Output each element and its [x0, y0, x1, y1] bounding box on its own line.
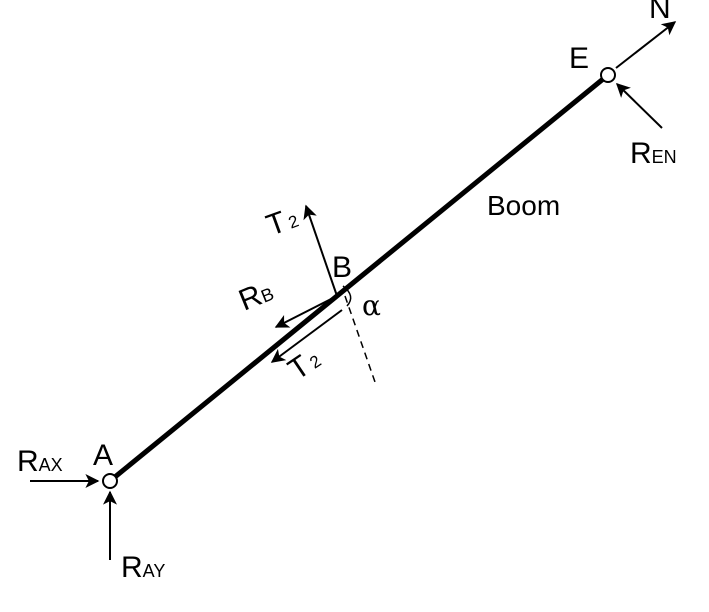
reference-dashed-line — [344, 295, 376, 383]
force-label-t2-upper: T2 — [262, 201, 302, 243]
point-label-e: E — [569, 42, 589, 75]
pin-a — [102, 473, 118, 489]
force-label-r-b: RB — [234, 274, 278, 317]
angle-label-alpha: α — [362, 289, 381, 322]
force-label-r-ay: RAY — [121, 551, 165, 584]
force-r-en-arrow — [615, 83, 663, 129]
force-t2-down-arrow — [270, 309, 343, 363]
force-r-b-arrow — [274, 296, 336, 328]
force-label-r-ay-sub: AY — [143, 561, 166, 581]
force-label-r-ax-main: R — [17, 445, 39, 478]
angle-arc — [342, 285, 352, 307]
force-label-r-en-main: R — [630, 137, 652, 170]
force-label-n: N — [649, 0, 671, 25]
force-label-r-ax: RAX — [17, 445, 63, 478]
force-label-t2-upper-sub: 2 — [286, 211, 301, 232]
force-label-r-ax-sub: AX — [39, 455, 63, 475]
force-label-r-en-sub: EN — [652, 147, 677, 167]
force-n-arrow — [615, 21, 677, 69]
point-label-b: B — [332, 251, 352, 284]
force-label-t2-upper-main: T — [262, 205, 291, 242]
pin-e — [600, 67, 616, 83]
boom-member — [107, 72, 611, 484]
force-t2-up-arrow — [303, 204, 338, 297]
force-label-r-ay-main: R — [121, 551, 143, 584]
boom-label: Boom — [487, 190, 560, 221]
force-label-r-en: REN — [630, 137, 677, 170]
point-label-a: A — [93, 439, 113, 472]
